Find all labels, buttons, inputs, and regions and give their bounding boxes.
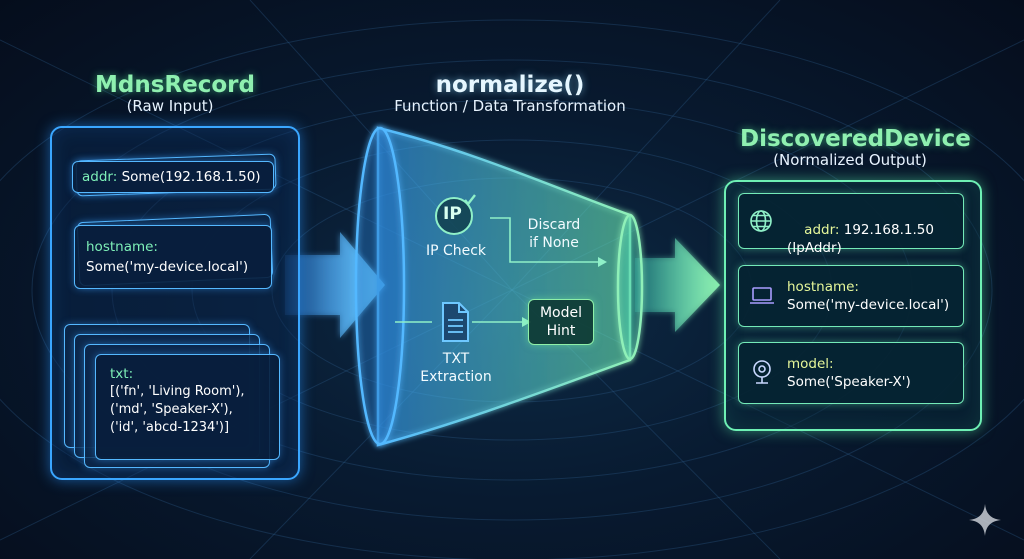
output-title: DiscoveredDevice xyxy=(740,126,971,152)
function-subtitle: Function / Data Transformation xyxy=(394,97,626,115)
input-subtitle: (Raw Input) xyxy=(126,97,214,115)
normalize-funnel xyxy=(376,126,632,447)
ip-icon-text: IP xyxy=(443,204,462,224)
output-addr-card: addr: addr: 192.168.1.50 (IpAddr) xyxy=(738,193,964,256)
output-addr-value: 192.168.1.50 (IpAddr) xyxy=(787,222,934,256)
laptop-icon xyxy=(750,287,774,304)
input-addr-label: addr: xyxy=(82,169,118,185)
output-subtitle: (Normalized Output) xyxy=(773,151,927,169)
input-addr-value: Some(192.168.1.50) xyxy=(121,169,261,185)
ip-check-label: IP Check xyxy=(425,243,487,259)
output-model-value: Some('Speaker-X') xyxy=(787,374,911,390)
output-arrow xyxy=(635,238,720,332)
output-hostname-label: hostname: xyxy=(787,279,859,295)
model-hint-box: Model Hint xyxy=(528,299,594,345)
input-hostname-label: hostname: xyxy=(86,239,158,255)
output-addr-label: addr: xyxy=(804,222,840,238)
input-addr-card: addr: Some(192.168.1.50) xyxy=(72,161,274,193)
webcam-icon xyxy=(753,360,771,384)
input-txt-value: [('fn', 'Living Room'), ('md', 'Speaker-… xyxy=(110,384,245,435)
model-hint-label: Model Hint xyxy=(539,305,583,339)
input-txt-card: txt: [('fn', 'Living Room'), ('md', 'Spe… xyxy=(95,354,280,460)
ip-check-icon xyxy=(435,194,476,235)
function-title: normalize() xyxy=(435,72,585,98)
discard-label: Discard if None xyxy=(527,217,581,251)
output-hostname-value: Some('my-device.local') xyxy=(787,297,950,313)
globe-icon xyxy=(750,210,772,232)
input-hostname-card: hostname: Some('my-device.local') xyxy=(74,225,272,289)
output-model-card: model: Some('Speaker-X') xyxy=(738,342,964,404)
txt-extraction-label: TXT Extraction xyxy=(420,351,492,385)
input-txt-label: txt: xyxy=(110,366,134,382)
input-title: MdnsRecord xyxy=(95,72,255,98)
output-model-label: model: xyxy=(787,356,834,372)
document-icon xyxy=(442,302,469,342)
input-hostname-value: Some('my-device.local') xyxy=(86,259,249,275)
output-addr-value-wrap: addr: 192.168.1.50 (IpAddr) xyxy=(787,203,934,275)
output-hostname-card: hostname: Some('my-device.local') xyxy=(738,265,964,327)
sparkle-icon xyxy=(969,504,1001,536)
